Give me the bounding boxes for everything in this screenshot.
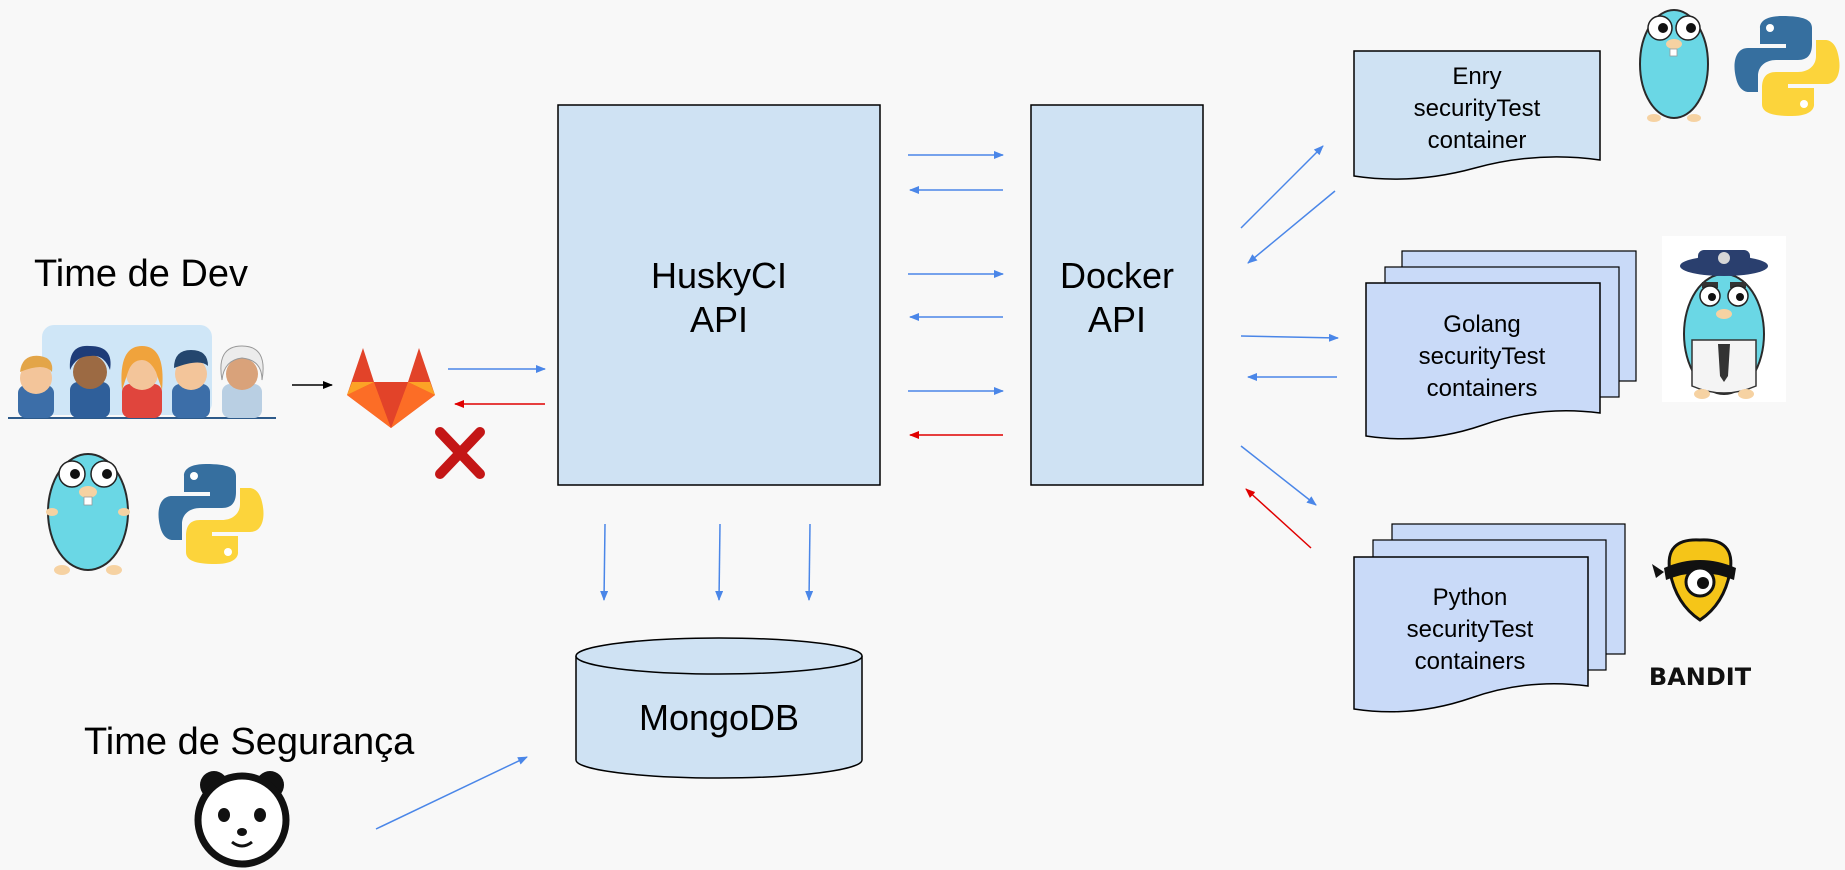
python-label-1: Python	[1433, 584, 1508, 611]
huskyci-api-label-1: HuskyCI	[651, 255, 787, 296]
golang-label-2: securityTest	[1419, 343, 1546, 370]
golang-label-1: Golang	[1443, 311, 1520, 338]
docker-api-label-1: Docker	[1060, 255, 1174, 296]
enry-label-3: container	[1428, 127, 1527, 154]
golang-containers-doc: Golang securityTest containers	[1365, 250, 1637, 440]
huskyci-api-label-2: API	[690, 299, 748, 340]
docker-api-box: Docker API	[1030, 104, 1204, 486]
fail-x-icon	[435, 427, 485, 479]
docker-api-label-2: API	[1088, 299, 1146, 340]
mongodb-label: MongoDB	[639, 697, 799, 738]
enry-label-2: securityTest	[1414, 95, 1541, 122]
python-containers-doc: Python securityTest containers	[1353, 523, 1626, 713]
go-gopher-icon	[1639, 9, 1709, 122]
go-gopher-icon	[46, 453, 130, 575]
python-label-2: securityTest	[1407, 616, 1534, 643]
bandit-logo-text: BANDIT	[1649, 663, 1752, 691]
huskyci-api-box: HuskyCI API	[557, 104, 881, 486]
golang-label-3: containers	[1427, 375, 1538, 402]
gitlab-icon	[347, 348, 435, 428]
python-icon	[158, 464, 264, 564]
python-icon	[1734, 16, 1840, 116]
python-label-3: containers	[1415, 648, 1526, 675]
mongodb-database: MongoDB	[575, 637, 863, 779]
police-gopher-icon	[1662, 236, 1786, 402]
enry-label-1: Enry	[1452, 63, 1501, 90]
enry-container-doc: Enry securityTest container	[1353, 50, 1601, 180]
security-team-label: Time de Segurança	[84, 721, 415, 763]
bandit-icon: BANDIT	[1649, 538, 1752, 691]
people-icon	[8, 325, 276, 419]
panda-icon	[194, 771, 290, 868]
dev-team-label: Time de Dev	[34, 253, 248, 295]
